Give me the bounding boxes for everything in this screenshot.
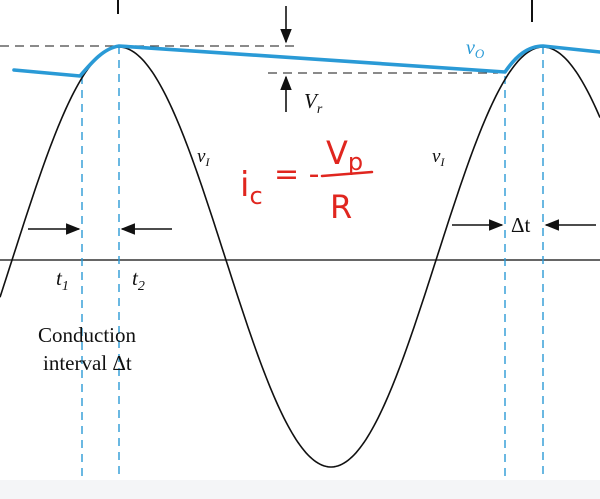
- vi-right-label: vI: [432, 146, 445, 169]
- ic-numerator: Vp: [326, 134, 363, 176]
- ic-symbol: ic: [240, 165, 263, 210]
- caption-line2: interval Δt: [43, 351, 132, 375]
- vr-label: Vr: [304, 89, 323, 117]
- ic-denominator: R: [330, 188, 352, 226]
- output-voltage-waveform: [12, 44, 600, 78]
- t2-label: t2: [132, 266, 145, 294]
- delta-t-label: Δt: [511, 213, 531, 237]
- ic-fraction-bar: [320, 170, 374, 178]
- t1-label: t1: [56, 266, 69, 294]
- vi-left-label: vI: [197, 146, 210, 169]
- caption-line1: Conduction: [38, 323, 136, 347]
- bottom-fade: [0, 480, 600, 499]
- ic-equals: = -: [274, 157, 320, 192]
- capacitor-current-annotation: ic = - Vp R: [240, 134, 374, 226]
- vo-label: vO: [466, 37, 485, 61]
- input-sine-waveform: [0, 46, 600, 468]
